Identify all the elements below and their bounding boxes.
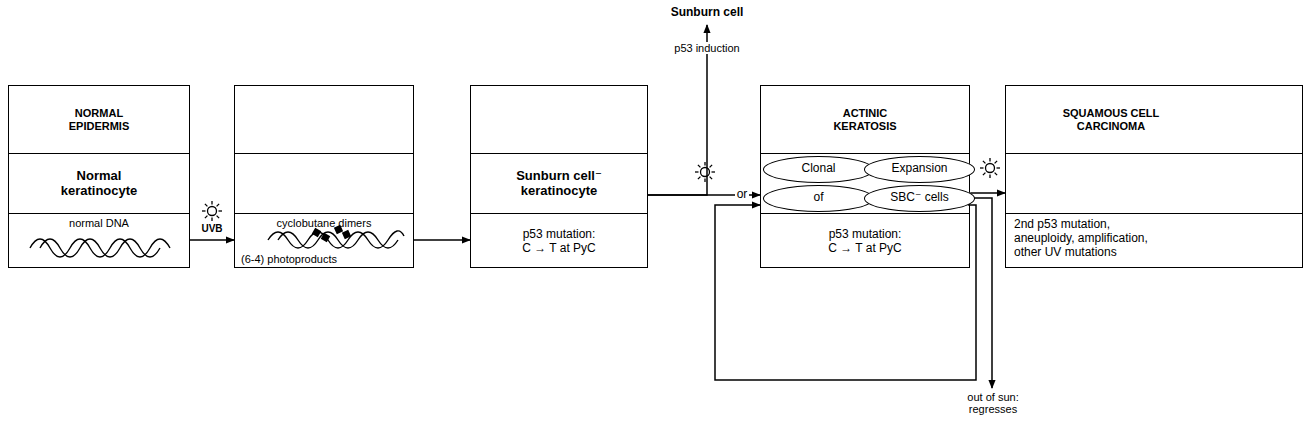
panel-text: 2nd p53 mutation, aneuploidy, amplificat… xyxy=(1014,218,1164,259)
text-slot: Clonal xyxy=(764,157,873,181)
edge-label: UVB xyxy=(199,223,224,234)
panel-heading: Sunburn cell xyxy=(657,6,757,20)
clone-oval: Expansion xyxy=(864,156,975,183)
edge-label: or xyxy=(735,188,750,201)
text-slot: Sunburn cell xyxy=(657,3,757,23)
sun-icon xyxy=(980,158,1000,178)
text-slot: (6-4) photoproducts xyxy=(241,252,401,267)
clone-oval: of xyxy=(763,185,874,212)
panel-heading: SQUAMOUS CELL CARCINOMA xyxy=(1055,107,1167,132)
panel-text: (6-4) photoproducts xyxy=(241,253,391,266)
dna-helix xyxy=(30,239,170,257)
cell-divider xyxy=(1006,213,1302,214)
sun-icon xyxy=(695,162,715,182)
panel-text: normal DNA xyxy=(39,217,159,230)
panel-heading: NORMAL EPIDERMIS xyxy=(53,107,145,132)
sun-icon xyxy=(202,201,222,221)
edge-label: p53 induction xyxy=(672,42,741,54)
cell-divider xyxy=(235,213,413,214)
stage-panel: ACTINIC KERATOSIS p53 mutation: C → T at … xyxy=(760,85,970,268)
cell-divider xyxy=(235,153,413,154)
clone-oval: SBC⁻ cells xyxy=(864,185,975,212)
cell-divider xyxy=(9,153,189,154)
text-slot: Normal keratinocyte xyxy=(9,154,189,214)
text-slot: normal DNA xyxy=(9,214,189,269)
oval-label: Expansion xyxy=(872,162,967,176)
panel-heading: ACTINIC KERATOSIS xyxy=(815,107,915,132)
oval-label: SBC⁻ cells xyxy=(872,191,967,205)
panel-text: p53 mutation: C → T at PyC xyxy=(823,228,907,256)
stage-panel: Sunburn cell⁻ keratinocyte p53 mutation: … xyxy=(470,85,648,268)
outcome-label: Sunburn cell xyxy=(657,3,757,23)
cell-divider xyxy=(761,213,969,214)
text-slot: of xyxy=(764,186,873,210)
text-slot: cyclobutane dimers xyxy=(235,214,413,232)
text-slot: NORMAL EPIDERMIS xyxy=(9,86,189,154)
text-slot: Expansion xyxy=(865,157,974,181)
panel-text: p53 mutation: C → T at PyC xyxy=(517,228,601,256)
text-slot: SQUAMOUS CELL CARCINOMA xyxy=(1006,86,1216,154)
oval-label: Clonal xyxy=(771,162,866,176)
text-slot: ACTINIC KERATOSIS xyxy=(761,86,969,154)
panel-text: Normal keratinocyte xyxy=(44,169,154,199)
damaged-dna xyxy=(268,231,404,248)
clone-oval: Clonal xyxy=(763,156,874,183)
oval-label: of xyxy=(771,191,866,205)
panel-heading: Sunburn cell⁻ keratinocyte xyxy=(499,169,619,199)
text-slot: 2nd p53 mutation, aneuploidy, amplificat… xyxy=(1014,214,1214,269)
flow-arrow xyxy=(970,192,1005,194)
cell-divider xyxy=(471,213,647,214)
text-slot: SBC⁻ cells xyxy=(865,186,974,210)
cell-divider xyxy=(761,153,969,154)
stage-panel: cyclobutane dimers (6-4) photoproducts xyxy=(234,85,414,268)
flow-arrow xyxy=(414,239,470,241)
text-slot: Sunburn cell⁻ keratinocyte xyxy=(471,154,647,214)
stage-panel: NORMAL EPIDERMIS Normal keratinocyte norma… xyxy=(8,85,190,268)
stage-panel: SQUAMOUS CELL CARCINOMA 2nd p53 mutation,… xyxy=(1005,85,1303,268)
cell-divider xyxy=(471,153,647,154)
text-slot: p53 mutation: C → T at PyC xyxy=(471,214,647,269)
panel-heading: cyclobutane dimers xyxy=(249,217,399,230)
flow-arrow xyxy=(715,205,976,380)
note-label: out of sun: regresses xyxy=(966,391,1020,415)
flow-arrow xyxy=(190,239,234,241)
cell-divider xyxy=(9,213,189,214)
cell-divider xyxy=(1006,153,1302,154)
text-slot: p53 mutation: C → T at PyC xyxy=(761,214,969,269)
